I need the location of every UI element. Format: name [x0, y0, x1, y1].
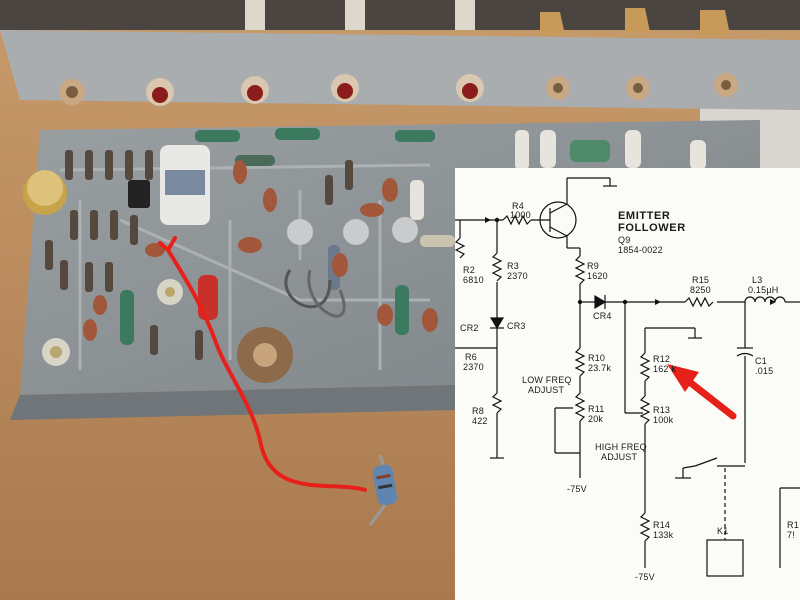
follower-label: FOLLOWER [618, 222, 686, 234]
r2-label: R2 [463, 265, 475, 275]
r11-label: R11 [588, 404, 605, 414]
electronic-components [23, 128, 706, 383]
r14-value: 133k [653, 530, 674, 540]
r10-label: R10 [588, 353, 606, 363]
l3-value: 0.15μH [748, 285, 779, 295]
r10-value: 23.7k [588, 363, 612, 373]
terminal-posts [59, 73, 738, 106]
r13-value: 100k [653, 415, 674, 425]
high-freq-label: HIGH FREQ [595, 442, 647, 452]
r2-value: 6810 [463, 275, 484, 285]
l3-label: L3 [752, 275, 763, 285]
r14-label: R14 [653, 520, 671, 530]
r15-value: 8250 [690, 285, 711, 295]
cr2-label: CR2 [460, 323, 479, 333]
r-edge-value: 7! [787, 530, 795, 540]
r13-label: R13 [653, 405, 671, 415]
schematic-inset: EMITTER FOLLOWER Q9 1854-0022 R4 1000 R2… [455, 168, 800, 600]
minus75v-b-label: -75V [635, 572, 655, 582]
low-freq-adjust-label: ADJUST [528, 385, 565, 395]
red-annotation-arrow [158, 236, 367, 492]
low-freq-label: LOW FREQ [522, 375, 572, 385]
schematic-red-arrow [667, 364, 737, 420]
r8-value: 422 [472, 416, 488, 426]
r3-label: R3 [507, 261, 519, 271]
removed-resistor [368, 454, 398, 526]
r11-value: 20k [588, 414, 604, 424]
r4-value: 1000 [510, 210, 531, 220]
r-edge-label: R1 [787, 520, 799, 530]
c1-label: C1 [755, 356, 767, 366]
chassis-rail [0, 30, 800, 110]
k1-label: K1 [717, 526, 729, 536]
c1-value: .015 [755, 366, 774, 376]
control-shafts [245, 0, 730, 35]
r4-label: R4 [512, 201, 524, 211]
cr3-label: CR3 [507, 321, 526, 331]
r6-label: R6 [465, 352, 477, 362]
cr4-label: CR4 [593, 311, 612, 321]
r15-label: R15 [692, 275, 710, 285]
r9-value: 1620 [587, 271, 608, 281]
high-freq-adjust-label: ADJUST [601, 452, 638, 462]
q9-label: Q9 [618, 235, 631, 245]
r8-label: R8 [472, 406, 484, 416]
r12-label: R12 [653, 354, 671, 364]
emitter-label: EMITTER [618, 210, 671, 222]
schematic-wiring [455, 177, 800, 577]
r9-label: R9 [587, 261, 599, 271]
q9-part-label: 1854-0022 [618, 245, 663, 255]
r6-value: 2370 [463, 362, 484, 372]
minus75v-a-label: -75V [567, 484, 587, 494]
r12-value: 162 k [653, 364, 677, 374]
r3-value: 2370 [507, 271, 528, 281]
